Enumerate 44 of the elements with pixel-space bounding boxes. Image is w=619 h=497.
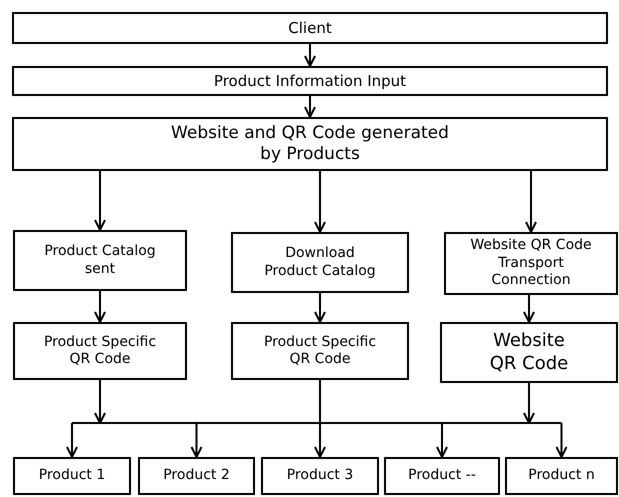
arrow [556,423,568,458]
arrow [190,423,202,458]
arrow [94,171,106,231]
box-label: Product Information Input [214,72,406,90]
process-box [384,457,500,495]
bus-line [72,422,562,424]
process-box [231,322,409,380]
arrow [94,291,106,323]
process-box [12,12,608,44]
arrow [525,171,537,233]
arrow [523,295,535,323]
process-box [261,457,379,495]
arrow [304,96,316,118]
arrow [94,380,106,424]
process-box [13,457,131,495]
box-label: Product Catalog sent [43,243,157,278]
box-label: Product n [528,467,595,485]
process-box [13,230,187,291]
arrow [304,44,316,67]
process-box [231,232,409,293]
arrow [314,171,326,233]
box-label: Client [288,18,332,38]
box-label: Website QR Code Transport Connection [469,237,593,290]
box-label: Product 2 [163,467,230,485]
box-label: Download Product Catalog [263,245,377,280]
box-label: Product 3 [286,467,354,485]
process-box [440,322,618,383]
box-label: Website QR Code [488,330,570,375]
box-label: Product -- [408,467,476,485]
process-box [13,322,187,380]
arrow [436,423,448,458]
process-box [12,117,608,171]
box-label: Product Specific QR Code [262,334,378,368]
arrow [314,293,326,323]
process-box [444,232,618,295]
box-label: Product Specific QR Code [42,334,158,368]
process-box [505,457,618,495]
process-box [138,457,255,495]
box-label: Website and QR Code generated by Products [170,122,450,166]
arrow [523,383,535,424]
process-box [12,66,608,96]
box-label: Product 1 [38,467,106,485]
arrow [66,423,78,458]
arrow [314,423,326,458]
